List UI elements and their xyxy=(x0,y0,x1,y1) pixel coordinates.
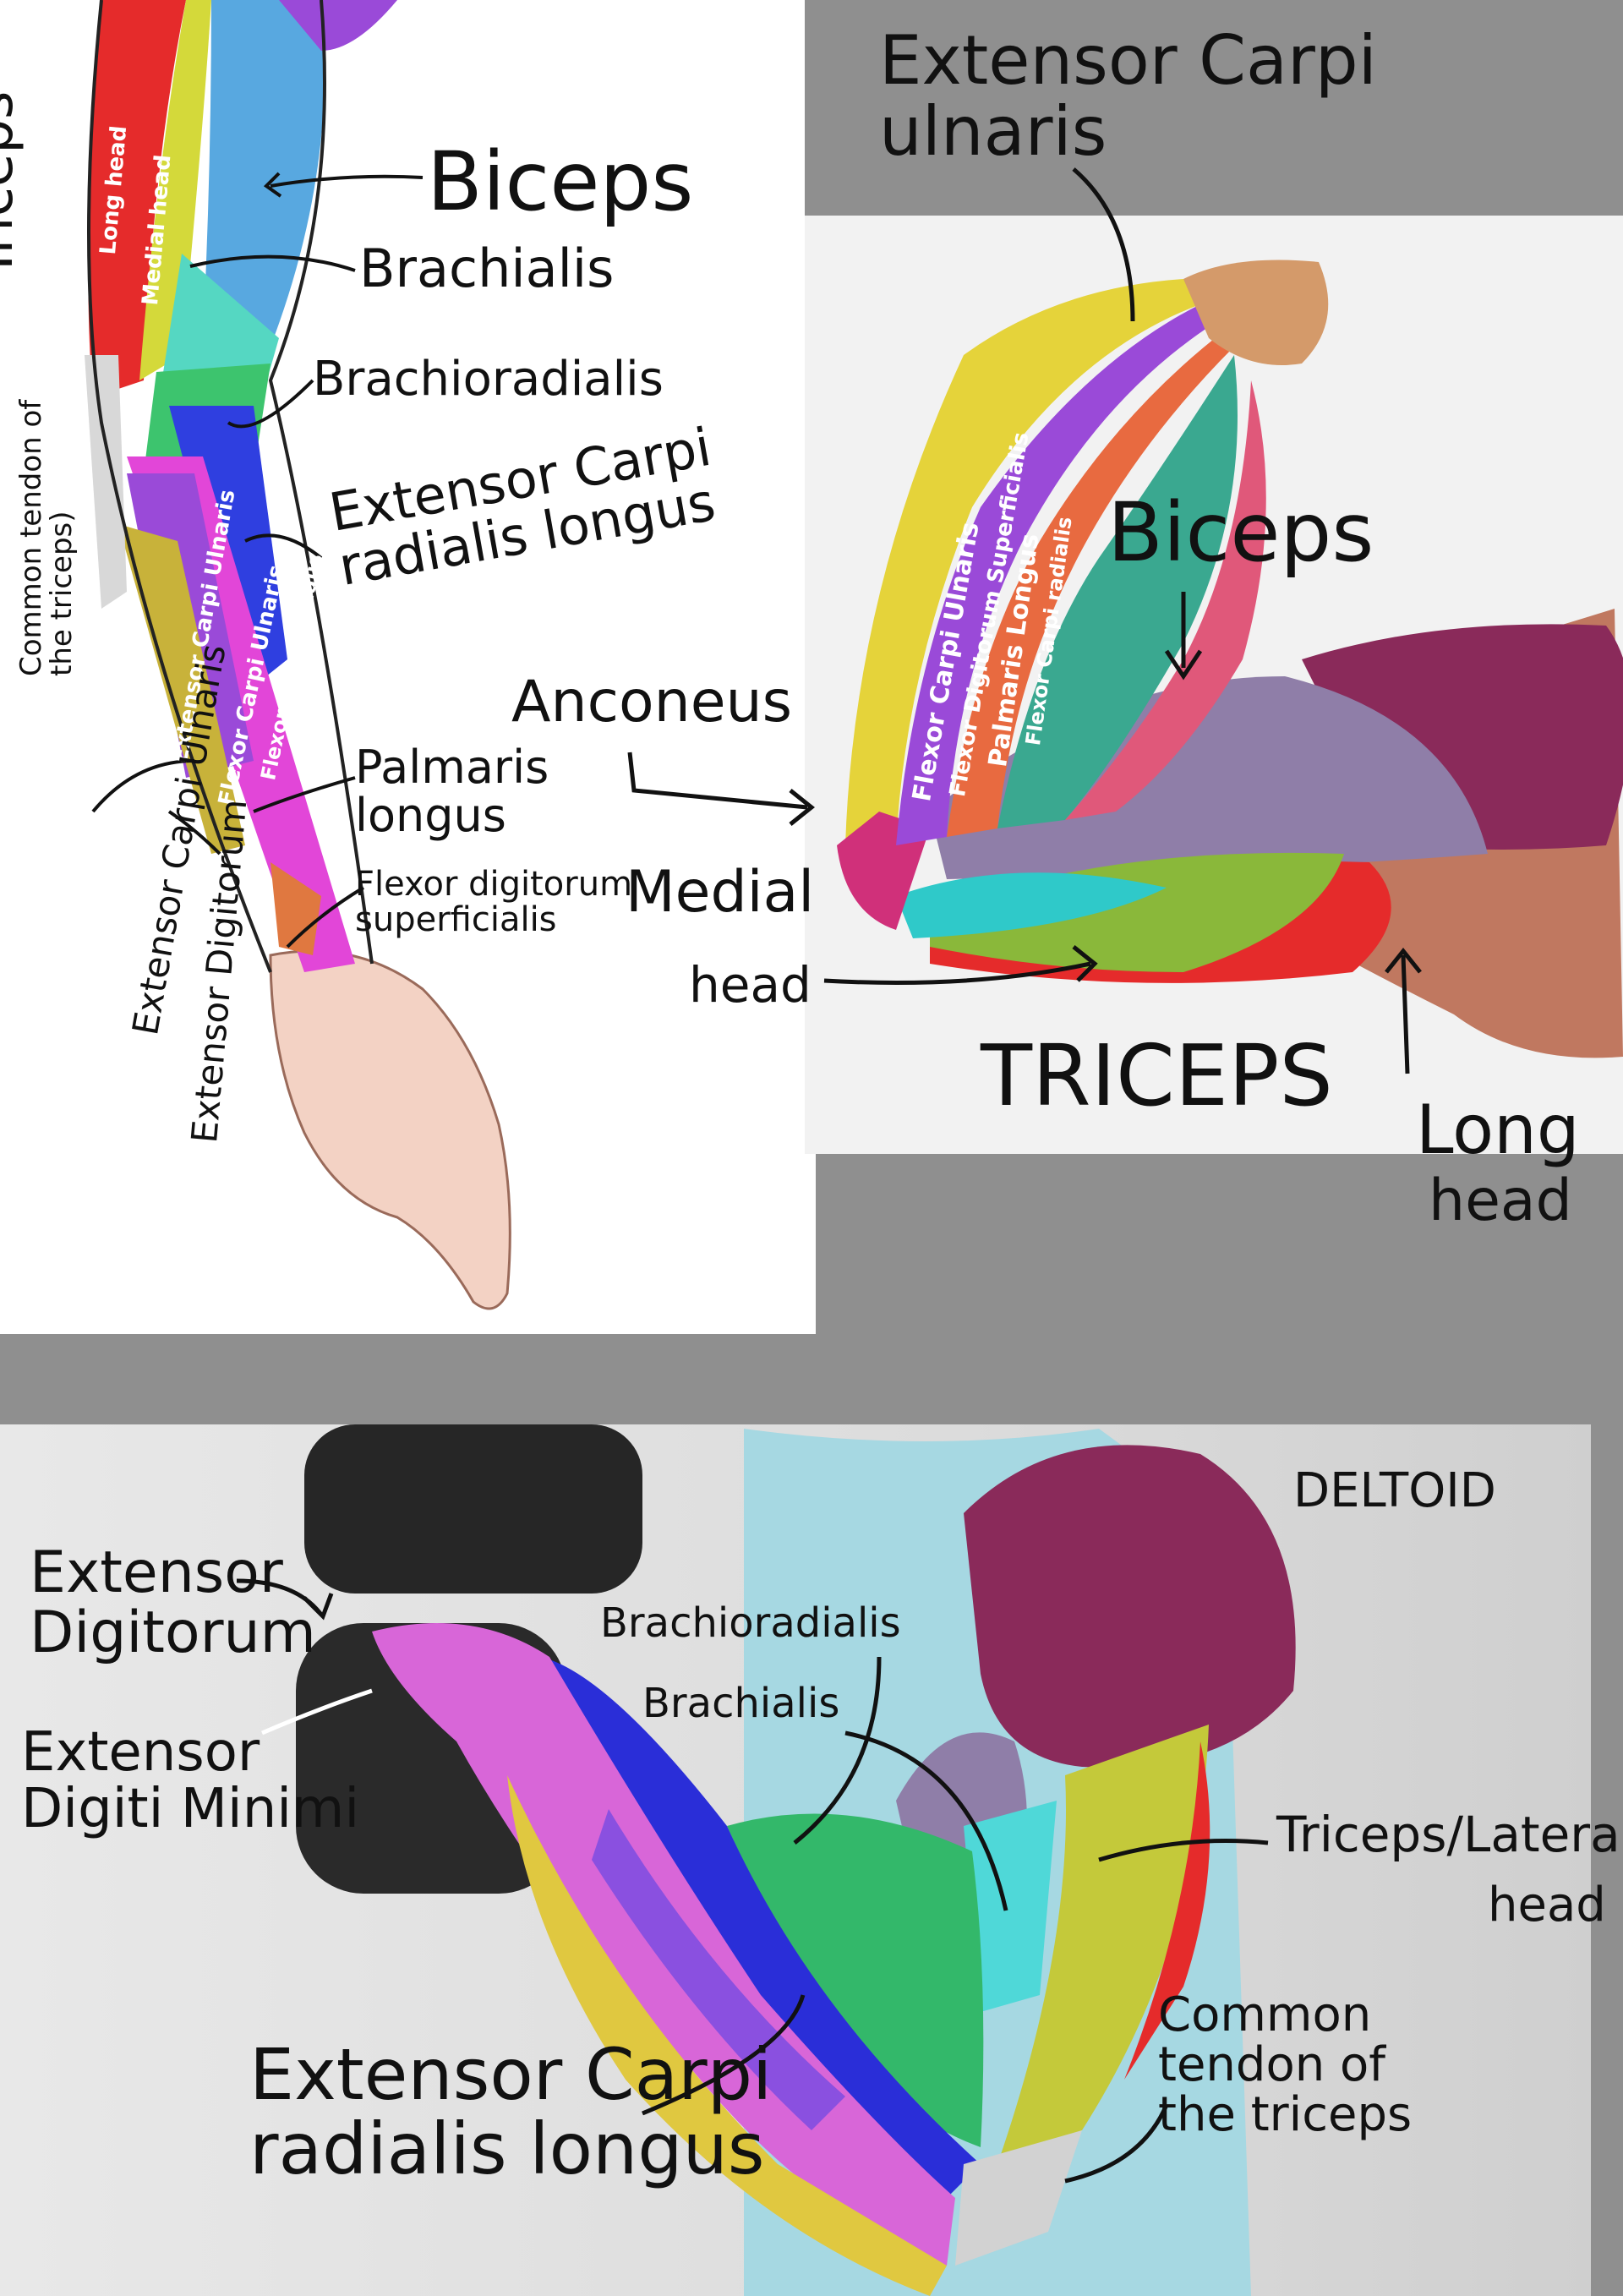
label-medial: Medial xyxy=(626,859,815,926)
label-ecrl-3: Extensor Carpi radialis longus xyxy=(249,2033,773,2191)
hand-fist xyxy=(1183,260,1329,365)
medial-head-yellow-region xyxy=(139,0,211,380)
forearm-purple xyxy=(896,304,1217,845)
arm-outline xyxy=(87,0,374,973)
label-triceps-flexed: TRICEPS xyxy=(981,1026,1333,1125)
common-tendon-grey xyxy=(955,2130,1082,2266)
forearm-pink xyxy=(1065,380,1266,820)
label-brachialis-3: Brachialis xyxy=(642,1680,840,1727)
label-deltoid: DELTOID xyxy=(1293,1463,1496,1518)
forearm-teal xyxy=(997,355,1238,828)
anconeus-arrow xyxy=(627,752,816,826)
hand-shape xyxy=(269,949,511,1310)
label-anconeus: Anconeus xyxy=(511,669,793,735)
ecrl-blue-region xyxy=(541,1657,981,2198)
forearm-purple-region xyxy=(592,1809,845,2130)
label-brachioradialis-3: Brachioradialis xyxy=(600,1599,901,1647)
ext-digiti-minimi-arrow xyxy=(261,1688,373,1736)
ed-pointer-arrow xyxy=(167,810,221,856)
arm-flexed-illustration xyxy=(627,167,1623,1074)
forearm-yellow-region xyxy=(507,1775,947,2296)
label-palmaris: Palmaris longus xyxy=(355,741,549,842)
panel-arm-flexed xyxy=(805,0,1623,216)
label-head-medial: head xyxy=(689,956,812,1014)
ext-digitorum-arrow xyxy=(236,1578,334,1621)
anconeus-teal-region xyxy=(896,872,1167,938)
label-ecu: Extensor Carpi ulnaris xyxy=(879,21,1377,171)
brachialis-pointer-arrow xyxy=(189,254,356,272)
label-ext-digiti-minimi: Extensor Digiti Minimi xyxy=(21,1721,360,1841)
label-brachioradialis: Brachioradialis xyxy=(313,352,664,407)
forearm-orange xyxy=(947,330,1234,837)
label-ext-digitorum: Extensor Digitorum xyxy=(30,1539,316,1667)
label-triceps-lateral: Triceps/Lateral xyxy=(1276,1806,1623,1863)
extensor-yellow-region xyxy=(118,524,245,854)
brachialis-teal-region xyxy=(161,254,279,397)
fds-pointer-arrow xyxy=(286,886,365,948)
medial-head-arrow xyxy=(823,945,1098,985)
deltoid-maroon-region xyxy=(964,1445,1296,1768)
long-head-arrow xyxy=(1385,947,1422,1074)
dumbbell-plate-top xyxy=(304,1424,642,1594)
brachioradialis-green-region xyxy=(727,1813,984,2147)
tendon-grey-region xyxy=(85,355,127,609)
triceps-lateral-arrow xyxy=(1098,1839,1269,1862)
brachioradialis-arrow xyxy=(793,1656,882,1845)
brachialis-arrow xyxy=(844,1730,1008,1911)
forearm-yellow xyxy=(845,279,1200,845)
triceps-red-edge xyxy=(1124,1741,1210,2080)
biceps-arrow xyxy=(1164,592,1203,681)
triceps-yellow-region xyxy=(997,1725,1209,2164)
label-biceps: Biceps xyxy=(427,134,694,229)
label-lateral-head: head xyxy=(1488,1878,1606,1932)
label-biceps-flexed: Biceps xyxy=(1107,485,1374,580)
label-fds: Flexor digitorum superficialis xyxy=(355,865,633,939)
ecu-arrow xyxy=(1072,167,1135,322)
label-common-tendon-3: Common tendon of the triceps xyxy=(1158,1987,1413,2142)
ecrl-pointer-arrow xyxy=(244,533,323,560)
brachioradialis-pointer-arrow xyxy=(227,379,314,429)
label-brachialis: Brachialis xyxy=(359,238,615,299)
arm-front-illustration xyxy=(85,0,511,1310)
deltoid-purple-top xyxy=(279,0,397,51)
ecrl-arrow xyxy=(642,1994,806,2116)
label-long: Long xyxy=(1416,1091,1580,1169)
palmaris-pointer-arrow xyxy=(253,776,356,813)
triceps-red-region xyxy=(88,0,186,397)
biceps-pointer-arrow xyxy=(263,172,424,198)
ecu-pointer-arrow xyxy=(91,759,195,813)
label-long-head-flexed: head xyxy=(1429,1167,1572,1234)
fds-orange-region xyxy=(270,862,321,955)
common-tendon-arrow xyxy=(1064,2104,1169,2184)
